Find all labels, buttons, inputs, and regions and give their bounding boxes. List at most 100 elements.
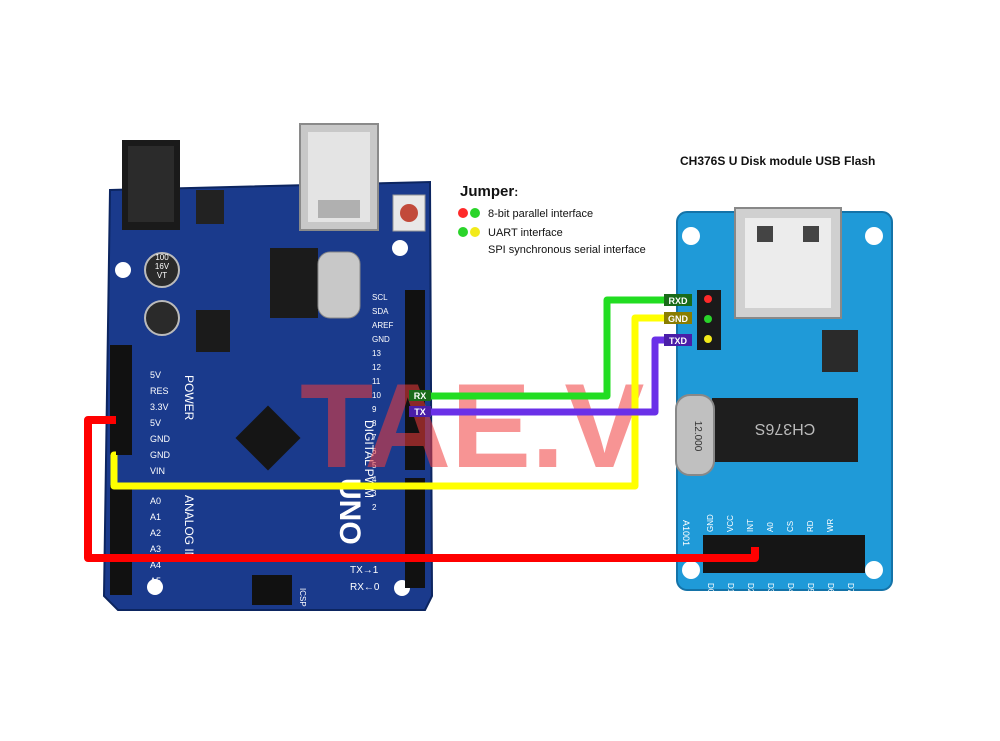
analog-pin-label: A0 <box>150 496 161 506</box>
mount-hole <box>115 262 131 278</box>
analog-pin-label: A3 <box>150 544 161 554</box>
analog-pin-label: A2 <box>150 528 161 538</box>
digital-header-1 <box>405 290 425 470</box>
digital-pin-label: GND <box>372 335 390 344</box>
crystal-16mhz <box>317 251 361 319</box>
digital-pin-label: 12 <box>372 363 381 372</box>
power-pin-label: 5V <box>150 418 161 428</box>
atmega-chip <box>235 405 301 471</box>
svg-text:RXD: RXD <box>668 296 688 306</box>
wires <box>84 296 759 562</box>
legend-label-spi: SPI synchronous serial interface <box>488 244 646 256</box>
digital-pin-label: 3 <box>372 489 377 498</box>
wire-rx <box>410 296 690 400</box>
rx-tag: RX <box>409 390 431 401</box>
svg-text:GND: GND <box>668 314 689 324</box>
legend-dot-red <box>458 208 468 218</box>
jumper-header <box>697 290 721 350</box>
digital-label: DIGITAL PWM <box>362 420 376 498</box>
digital-pin-label: 10 <box>372 391 381 400</box>
mount-hole <box>392 240 408 256</box>
icsp-header <box>252 575 292 605</box>
wire-gnd <box>110 314 690 490</box>
svg-text:TXD: TXD <box>669 336 688 346</box>
header-pin-label: D2 <box>746 583 755 594</box>
jumper-tag-gnd: GND <box>664 312 692 324</box>
watermark: TAE.V <box>300 359 644 493</box>
power-pin-label: VIN <box>150 466 165 476</box>
power-label: POWER <box>182 375 196 421</box>
small-ic <box>196 310 230 352</box>
svg-text:RX: RX <box>414 391 427 401</box>
dc-jack <box>122 140 180 230</box>
header-pin-label: D3 <box>766 583 775 594</box>
analog-pin-label: A1 <box>150 512 161 522</box>
power-pin-label: 3.3V <box>150 402 169 412</box>
legend-label-parallel: 8-bit parallel interface <box>488 208 593 220</box>
header-pin-label: D4 <box>786 583 795 594</box>
mount-hole <box>865 227 883 245</box>
power-pin-label: GND <box>150 450 171 460</box>
legend-dot-green <box>458 227 468 237</box>
digital-pin-label: 9 <box>372 405 377 414</box>
digital-pin-label: SDA <box>372 307 389 316</box>
chip-label: CH376S <box>755 420 815 437</box>
module-regulator <box>822 330 858 372</box>
digital-pin-label: 13 <box>372 349 381 358</box>
header-pin-label: WR <box>826 518 835 532</box>
analog-label: ANALOG IN <box>182 495 196 560</box>
power-pin-label: RES <box>150 386 169 396</box>
digital-pin-label: 2 <box>372 503 377 512</box>
icsp-label: ICSP <box>298 588 307 607</box>
header-pin-label: D7 <box>846 583 855 594</box>
jumper-tag-rxd: RXD <box>664 294 692 306</box>
header-pin-label: VCC <box>726 515 735 532</box>
power-pin-label: 5V <box>150 370 161 380</box>
reset-button <box>392 194 426 232</box>
header-pin-label: GND <box>706 514 715 532</box>
digital-pin-label: 5 <box>372 461 377 470</box>
digital-pin-label: 7 <box>372 433 377 442</box>
header-pin-label: RD <box>806 520 815 532</box>
regulator <box>196 190 224 224</box>
svg-text:TX: TX <box>414 407 426 417</box>
usb-b-port <box>299 123 379 231</box>
legend-dot-green <box>470 208 480 218</box>
analog-pin-label: A4 <box>150 560 161 570</box>
digital-pin-label: AREF <box>372 321 393 330</box>
jumper-tag-txd: TXD <box>664 334 692 346</box>
header-pin-label: INT <box>746 519 755 532</box>
rx-label: RX←0 <box>350 582 380 593</box>
digital-pin-label: 4 <box>372 475 377 484</box>
capacitor-2 <box>144 300 180 336</box>
tx-label: TX→1 <box>350 565 379 576</box>
tx-tag: TX <box>409 406 431 417</box>
crystal-12mhz: 12.000 <box>675 394 715 476</box>
mount-hole <box>682 227 700 245</box>
analog-pin-label: A5 <box>150 576 161 586</box>
module-title: CH376S U Disk module USB Flash <box>680 154 875 168</box>
header-pin-label: CS <box>786 521 795 532</box>
crystal-label: 12.000 <box>692 421 703 452</box>
usb-chip <box>270 248 318 318</box>
header-pin-label: D5 <box>806 583 815 594</box>
mount-hole <box>865 561 883 579</box>
power-header <box>110 345 132 455</box>
header-pin-label: D0 <box>706 583 715 594</box>
power-pin-label: GND <box>150 434 171 444</box>
digital-pin-label: 8 <box>372 419 377 428</box>
digital-header-2 <box>405 478 425 588</box>
module-silk-label: A1001 <box>681 520 691 546</box>
mount-hole <box>147 579 163 595</box>
jumper-legend: Jumper: 8-bit parallel interface UART in… <box>458 183 646 256</box>
ch376s-chip: CH376S <box>712 398 858 462</box>
header-pin-label: D1 <box>726 583 735 594</box>
